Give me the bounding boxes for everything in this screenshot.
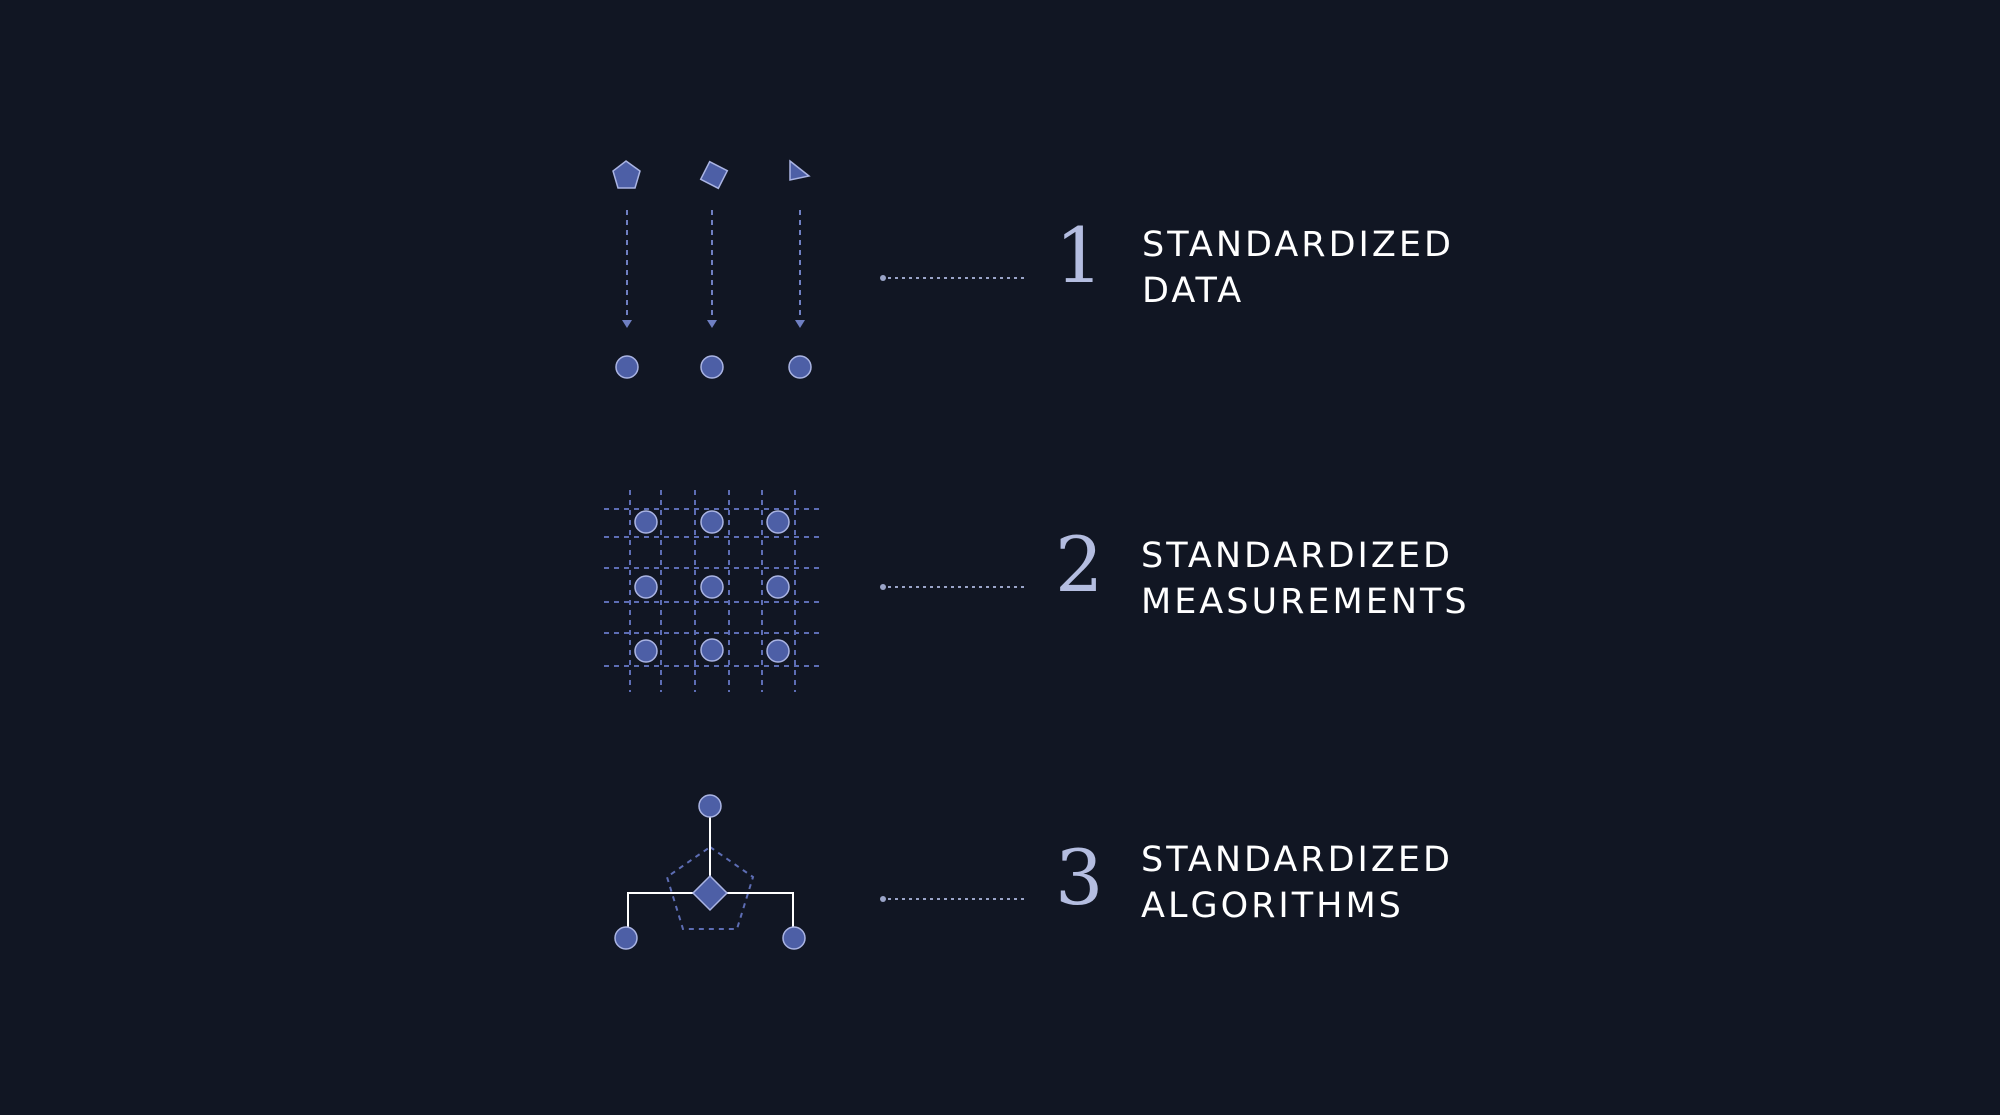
step-label-line: STANDARDIZED xyxy=(1141,840,1453,880)
grid-dot xyxy=(700,575,724,599)
grid-dot xyxy=(634,510,658,534)
step-label-1: STANDARDIZED DATA xyxy=(1142,222,1454,314)
grid-dot xyxy=(700,638,724,662)
pentagon-shape xyxy=(612,160,641,189)
leader-line-dot xyxy=(880,275,886,281)
step-label-line: STANDARDIZED xyxy=(1141,536,1453,576)
arrowhead-icon xyxy=(707,320,717,328)
tree-node-dot xyxy=(698,794,722,818)
arrowhead-icon xyxy=(622,320,632,328)
step-label-3: STANDARDIZED ALGORITHMS xyxy=(1141,837,1453,929)
step-label-line: MEASUREMENTS xyxy=(1141,582,1470,622)
grid-dot xyxy=(766,510,790,534)
leader-lines xyxy=(880,275,1028,902)
arrowhead-icon xyxy=(795,320,805,328)
grid-dot xyxy=(634,575,658,599)
leader-line-dot xyxy=(880,584,886,590)
step-label-line: STANDARDIZED xyxy=(1142,225,1454,265)
leader-line-dot xyxy=(880,896,886,902)
tree-node-dot xyxy=(782,926,806,950)
grid-dot xyxy=(700,510,724,534)
step-number-1: 1 xyxy=(1055,211,1104,300)
step-number-3: 3 xyxy=(1055,833,1104,922)
step-label-line: DATA xyxy=(1142,271,1245,311)
data-dot xyxy=(788,355,812,379)
grid-dot xyxy=(766,575,790,599)
grid-dot xyxy=(634,639,658,663)
grid-dot xyxy=(766,639,790,663)
step-label-line: ALGORITHMS xyxy=(1141,886,1404,926)
data-dot xyxy=(700,355,724,379)
tree-node-dot xyxy=(614,926,638,950)
square-shape xyxy=(699,160,729,190)
step-label-2: STANDARDIZED MEASUREMENTS xyxy=(1141,533,1470,625)
triangle-shape xyxy=(789,159,811,181)
dashed-pentagon-shape xyxy=(665,845,755,930)
network-tree-icon xyxy=(614,794,806,950)
shapes-to-dots-icon xyxy=(612,159,812,379)
dot-grid-icon xyxy=(604,490,820,692)
diamond-node xyxy=(691,874,729,912)
data-dot xyxy=(615,355,639,379)
step-number-2: 2 xyxy=(1055,520,1104,609)
